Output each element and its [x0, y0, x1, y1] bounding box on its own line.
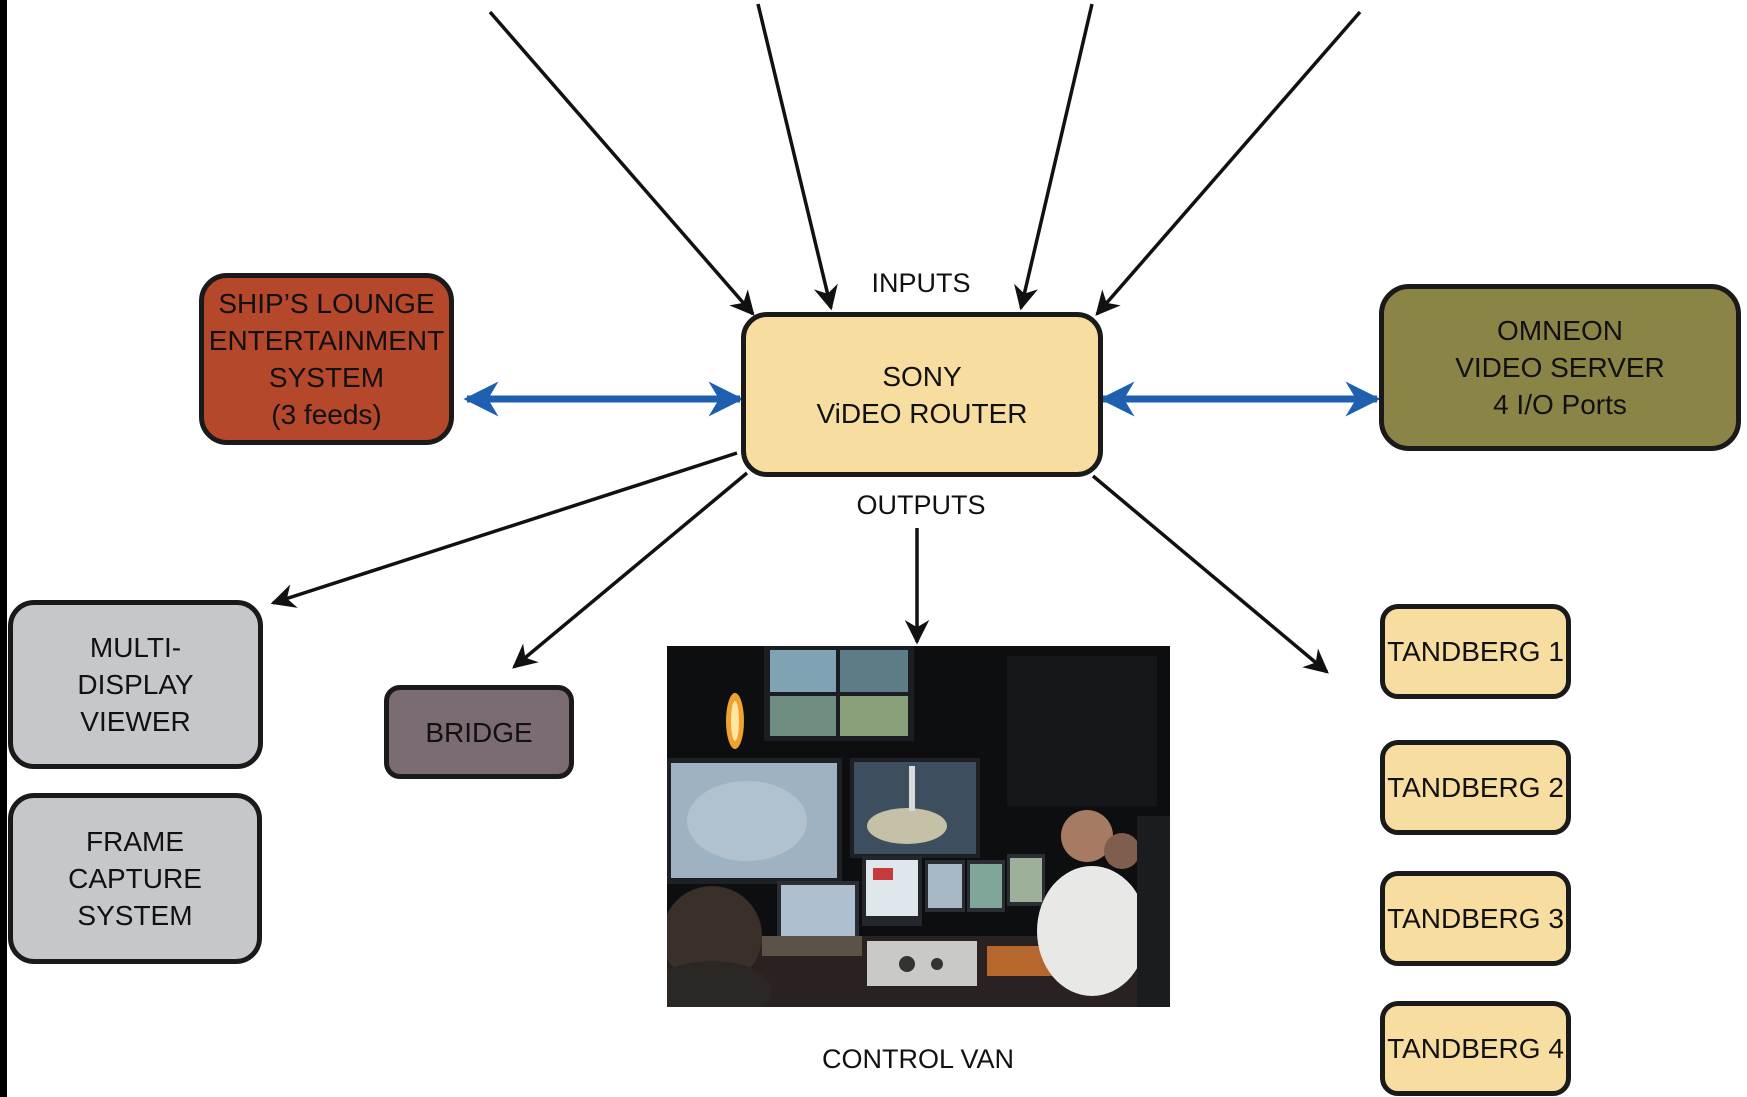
tandberg-3-label: TANDBERG 3: [1387, 903, 1564, 934]
tandberg-3-box: TANDBERG 3: [1380, 871, 1571, 966]
output-arrow-bridge: [512, 471, 749, 669]
lounge-line-2: ENTERTAINMENT: [208, 325, 445, 356]
router-line-1: SONY: [882, 360, 962, 392]
bridge-label: BRIDGE: [425, 716, 533, 748]
input-arrow-3: [1014, 3, 1094, 311]
bridge-box: BRIDGE: [384, 685, 574, 779]
ships-lounge-box: SHIP’S LOUNGE ENTERTAINMENT SYSTEM (3 fe…: [199, 273, 454, 445]
control-van-label: CONTROL VAN: [821, 1044, 1015, 1074]
lounge-line-3: SYSTEM: [268, 362, 385, 393]
frame-capture-line-3: SYSTEM: [77, 900, 193, 931]
left-edge-bar: [0, 0, 7, 1097]
multi-display-line-2: DISPLAY: [77, 669, 194, 700]
input-arrow-4: [1095, 10, 1362, 316]
multi-display-line-1: MULTI-: [89, 632, 182, 663]
output-arrow-multi-display: [270, 451, 738, 608]
multi-display-line-3: VIEWER: [80, 706, 191, 737]
outputs-label: OUTPUTS: [856, 490, 986, 520]
router-line-2: ViDEO ROUTER: [816, 397, 1028, 429]
tandberg-2-label: TANDBERG 2: [1387, 772, 1564, 803]
frame-capture-line-1: FRAME: [86, 826, 184, 857]
tandberg-1-label: TANDBERG 1: [1387, 636, 1564, 667]
input-arrow-1: [488, 10, 755, 316]
output-arrow-tandberg: [1091, 474, 1329, 674]
frame-capture-line-2: CAPTURE: [68, 863, 202, 894]
tandberg-4-box: TANDBERG 4: [1380, 1001, 1571, 1096]
sony-video-router-box: SONY ViDEO ROUTER: [741, 312, 1103, 477]
tandberg-2-box: TANDBERG 2: [1380, 740, 1571, 835]
lounge-line-1: SHIP’S LOUNGE: [218, 288, 435, 319]
control-van-photo: [667, 646, 1170, 1007]
lounge-line-4: (3 feeds): [271, 399, 382, 430]
omneon-line-1: OMNEON: [1497, 315, 1623, 346]
inputs-label: INPUTS: [871, 268, 971, 298]
omneon-line-2: VIDEO SERVER: [1455, 352, 1665, 383]
input-arrow-2: [756, 3, 838, 311]
tandberg-4-label: TANDBERG 4: [1387, 1033, 1564, 1064]
multi-display-viewer-box: MULTI- DISPLAY VIEWER: [8, 600, 263, 769]
tandberg-1-box: TANDBERG 1: [1380, 604, 1571, 699]
omneon-line-3: 4 I/O Ports: [1493, 389, 1627, 420]
frame-capture-system-box: FRAME CAPTURE SYSTEM: [8, 793, 262, 964]
omneon-video-server-box: OMNEON VIDEO SERVER 4 I/O Ports: [1379, 284, 1741, 451]
